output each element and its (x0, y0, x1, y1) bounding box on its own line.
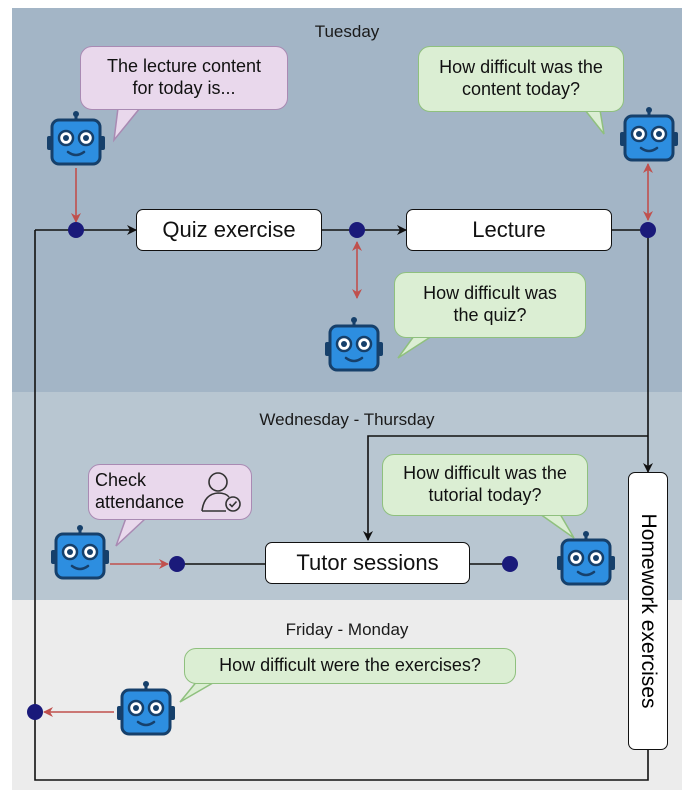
friday-monday-label: Friday - Monday (285, 620, 409, 639)
quiz-difficulty-bubble: How difficult was the quiz? (394, 272, 586, 338)
tutorial-difficulty-text: How difficult was the tutorial today? (403, 463, 567, 505)
tutorial-difficulty-bubble: How difficult was the tutorial today? (382, 454, 588, 516)
node-start (68, 222, 84, 238)
lecture-label: Lecture (472, 217, 546, 242)
robot-icon (47, 111, 105, 166)
node-after-lecture (640, 222, 656, 238)
exercises-difficulty-text: How difficult were the exercises? (219, 655, 481, 676)
quiz-exercise-label: Quiz exercise (162, 217, 296, 242)
quiz-difficulty-text: How difficult was the quiz? (423, 283, 557, 325)
bubble-tail-quiz-difficulty (397, 335, 435, 359)
bubble-tail-attendance (115, 517, 148, 547)
wednesday-thursday-label: Wednesday - Thursday (259, 410, 435, 429)
robot-icon (117, 681, 175, 736)
user-check-icon (201, 472, 241, 512)
content-difficulty-text: How difficult was the content today? (439, 57, 603, 99)
robot-icon (557, 531, 615, 586)
node-tutor-right (502, 556, 518, 572)
robot-icon (620, 107, 678, 162)
bubble-tail-content-difficulty (583, 109, 605, 135)
bubble-tail-lecture-content (112, 107, 142, 143)
tuesday-label: Tuesday (314, 22, 380, 41)
homework-exercises-box: Homework exercises (628, 472, 668, 750)
node-after-quiz (349, 222, 365, 238)
quiz-exercise-box: Quiz exercise (136, 209, 322, 251)
lecture-content-bubble: The lecture content for today is... (80, 46, 288, 110)
node-tutor-left (169, 556, 185, 572)
tutor-sessions-box: Tutor sessions (265, 542, 470, 584)
robot-icon (325, 317, 383, 372)
tutor-sessions-label: Tutor sessions (296, 550, 439, 575)
arrow-to-tutor (363, 435, 648, 541)
content-difficulty-bubble: How difficult was the content today? (418, 46, 624, 112)
robot-icon (51, 525, 109, 580)
exercises-difficulty-bubble: How difficult were the exercises? (184, 648, 516, 684)
lecture-content-text: The lecture content for today is... (106, 56, 262, 98)
attendance-text: Check attendance (95, 470, 185, 512)
node-loop-end (27, 704, 43, 720)
lecture-box: Lecture (406, 209, 612, 251)
attendance-bubble: Check attendance (88, 464, 252, 520)
